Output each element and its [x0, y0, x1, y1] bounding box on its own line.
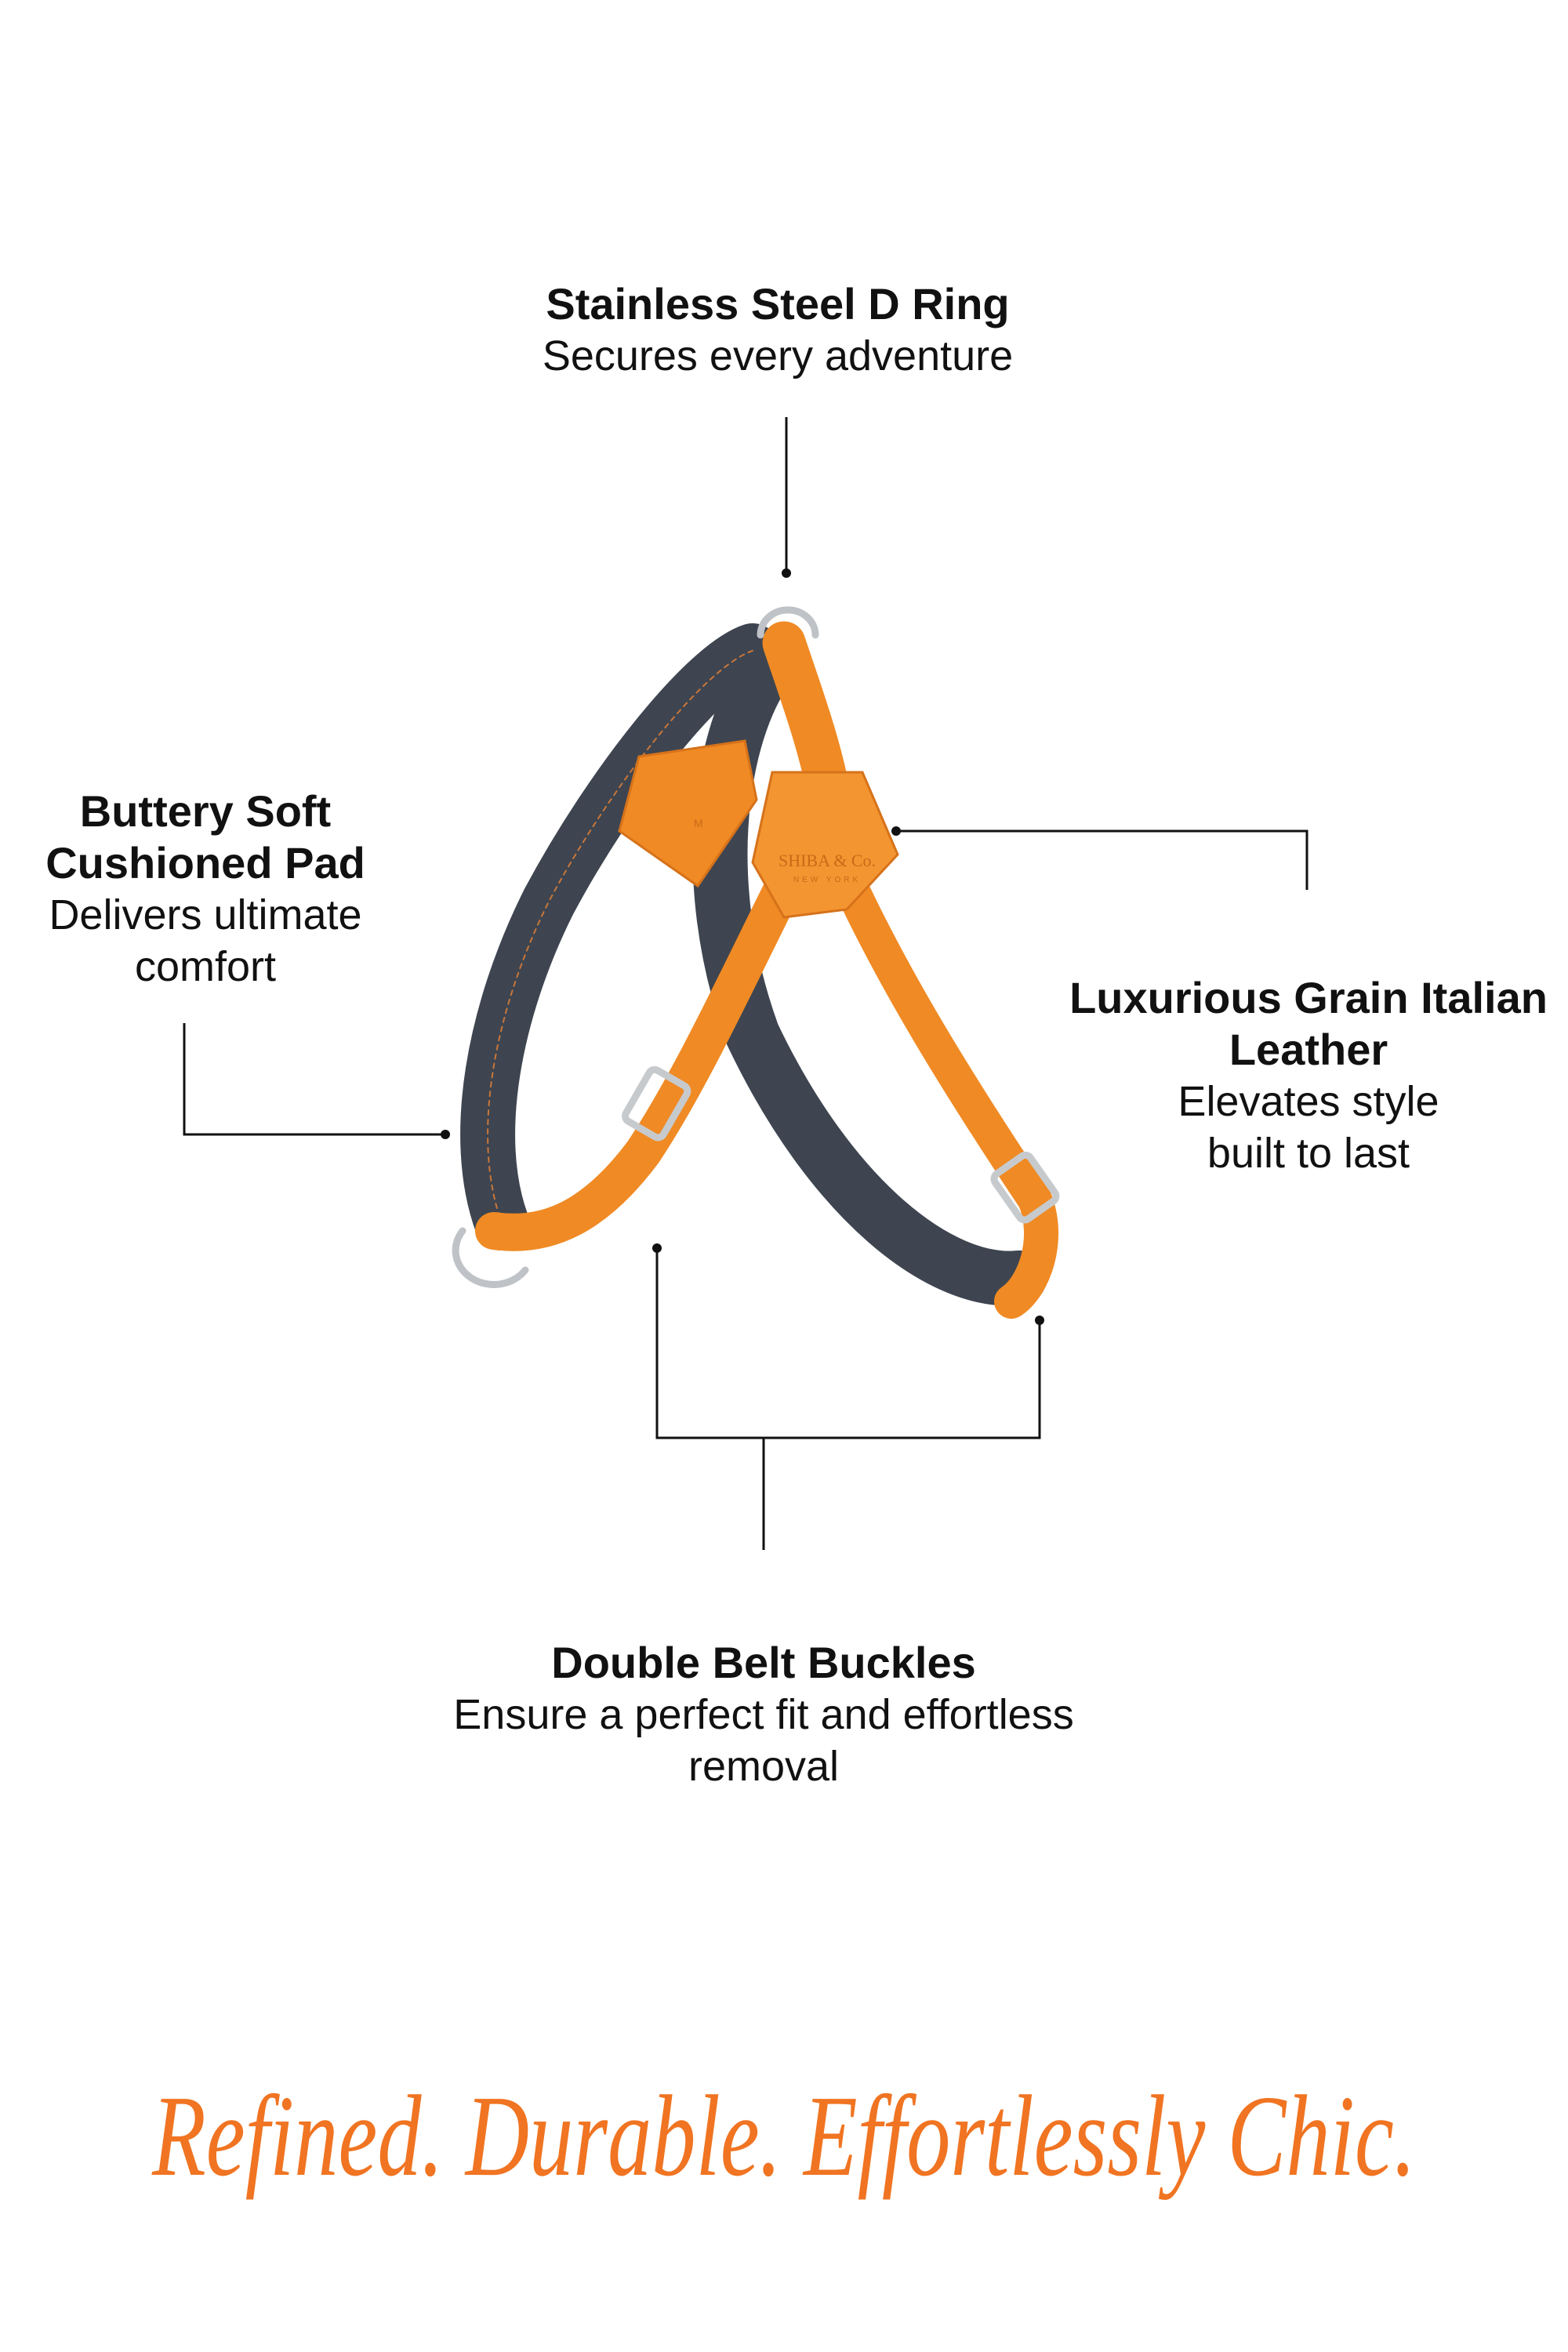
right-strap: [829, 861, 1058, 1319]
callout-desc: Delivers ultimate: [49, 891, 362, 938]
callout-desc: comfort: [134, 943, 277, 990]
callout-title: Double Belt Buckles: [551, 1638, 976, 1687]
leader-dot: [652, 1243, 662, 1253]
leader-dot: [782, 568, 791, 578]
leader-dot: [441, 1130, 450, 1139]
left-buckle-icon: [622, 1065, 691, 1142]
leader-leather: [896, 829, 1308, 890]
callout-desc: Elevates style: [1178, 1078, 1439, 1125]
leader-dot: [1035, 1316, 1044, 1325]
leader-dot: [891, 826, 901, 836]
left-strap: [475, 867, 803, 1251]
callout-title: Luxurious Grain Italian: [1069, 973, 1548, 1022]
brand-emboss-sub: NEW YORK: [793, 876, 861, 884]
callout-desc: built to last: [1207, 1130, 1410, 1177]
leader-pad: [183, 1023, 445, 1136]
right-buckle-icon: [990, 1151, 1060, 1224]
size-mark: M: [694, 817, 703, 829]
callout-desc: Secures every adventure: [542, 332, 1014, 379]
back-patch: [618, 739, 758, 888]
cross-pad: [692, 631, 1047, 1306]
leader-lines: [183, 417, 1308, 1550]
tagline: Refined. Durable. Effortlessly Chic.: [152, 2072, 1416, 2201]
callout-desc: Ensure a perfect fit and effortless: [453, 1691, 1074, 1738]
top-d-ring-icon: [757, 606, 819, 639]
leader-buckles: [655, 1248, 1041, 1550]
chest-patch: [751, 771, 899, 919]
callout-d-ring: Stainless Steel D Ring Secures every adv…: [543, 278, 1013, 382]
callout-desc: removal: [688, 1743, 840, 1790]
brand-emboss: SHIBA & Co.: [779, 851, 876, 870]
callout-title: Stainless Steel D Ring: [546, 279, 1010, 328]
left-d-ring-icon: [452, 1227, 529, 1288]
callout-title: Cushioned Pad: [45, 838, 365, 887]
callout-leather: Luxurious Grain Italian Leather Elevates…: [1069, 972, 1548, 1179]
callout-title: Buttery Soft: [79, 786, 332, 836]
callout-buckles: Double Belt Buckles Ensure a perfect fit…: [453, 1637, 1073, 1792]
callout-pad: Buttery Soft Cushioned Pad Delivers ulti…: [45, 786, 365, 993]
callout-title: Leather: [1229, 1025, 1388, 1074]
harness: [452, 606, 1060, 1319]
